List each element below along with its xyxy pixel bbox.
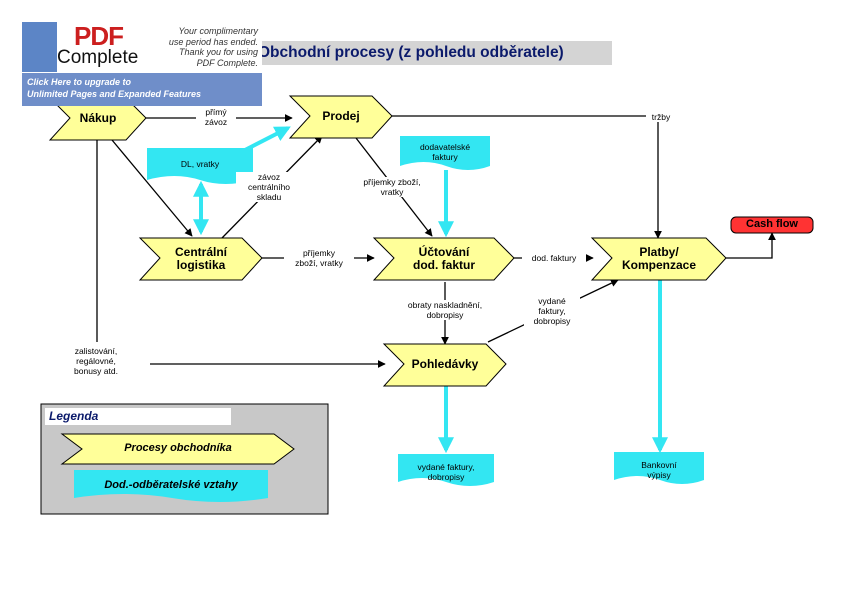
cyan-edge-dl-prodej — [244, 126, 291, 152]
banner-logo-text: PDF — [74, 21, 124, 51]
legend-process-label: Procesy obchodníka — [124, 442, 232, 454]
banner-upgrade-link[interactable]: Click Here to upgrade to Unlimited Pages… — [27, 77, 202, 99]
cash-flow-shape — [730, 216, 814, 234]
doc-dodavatelske-shape — [400, 136, 490, 170]
banner-upgrade-strip[interactable] — [22, 73, 262, 106]
node-logistika-shape — [138, 237, 263, 281]
doc-vydane-shape — [398, 454, 494, 486]
label-vydane-faktury: vydané faktury, dobropisy — [524, 296, 580, 326]
pdf-logo-icon — [22, 22, 57, 72]
label-primy-zavoz: přímý závoz — [196, 107, 236, 127]
node-pohledavky: Pohledávky — [411, 357, 479, 371]
doc-dl-vratky: DL, vratky — [180, 159, 220, 169]
edge-platby-cashflow — [726, 232, 776, 259]
doc-dl-vratky-shape — [147, 148, 253, 184]
page-title: Obchodní procesy (z pohledu odběratele) — [258, 44, 564, 61]
legend-relation-label: Dod.-odběratelské vztahy — [104, 479, 238, 491]
node-uctovani-shape — [372, 237, 515, 281]
label-prijemky-2: příjemky zboží, vratky — [284, 248, 354, 268]
node-nakup: Nákup — [79, 111, 117, 125]
node-cash-flow: Cash flow — [746, 218, 798, 230]
label-trzby: tržby — [646, 112, 676, 122]
node-centralni-logistika: Centrální logistika — [174, 245, 227, 272]
node-pohledavky-shape — [382, 343, 507, 387]
banner-product-name: Complete — [57, 47, 139, 68]
doc-bankovni-shape — [614, 452, 704, 484]
doc-bankovni-vypisy: Bankovní výpisy — [641, 460, 677, 480]
legend-title: Legenda — [49, 409, 99, 423]
legend-process-shape — [60, 433, 295, 465]
title-bar — [240, 41, 612, 65]
node-prodej: Prodej — [322, 109, 360, 123]
legend-title-box — [45, 408, 231, 425]
label-dod-faktury: dod. faktury — [522, 253, 586, 263]
legend-relation-shape — [74, 470, 268, 502]
node-uctovani: Účtování dod. faktur — [413, 245, 475, 272]
banner-message: Your complimentary use period has ended.… — [168, 26, 258, 68]
label-prijemky-1: příjemky zboží, vratky — [354, 177, 430, 197]
node-platby: Platby/ Kompenzace — [621, 245, 697, 272]
edge-nakup-logistika — [111, 139, 193, 237]
doc-dodavatelske-faktury: dodavatelské faktury — [419, 142, 471, 162]
label-obraty: obraty naskladnění, dobropisy — [394, 300, 496, 320]
doc-vydane-faktury: vydané faktury, dobropisy — [417, 462, 475, 482]
node-prodej-shape — [288, 95, 393, 139]
node-platby-shape — [590, 237, 727, 281]
label-zalistovani: zalistování, regálovné, bonusy atd. — [62, 346, 130, 376]
label-zavoz-centralniho-skladu: závoz centrálního skladu — [236, 172, 302, 202]
